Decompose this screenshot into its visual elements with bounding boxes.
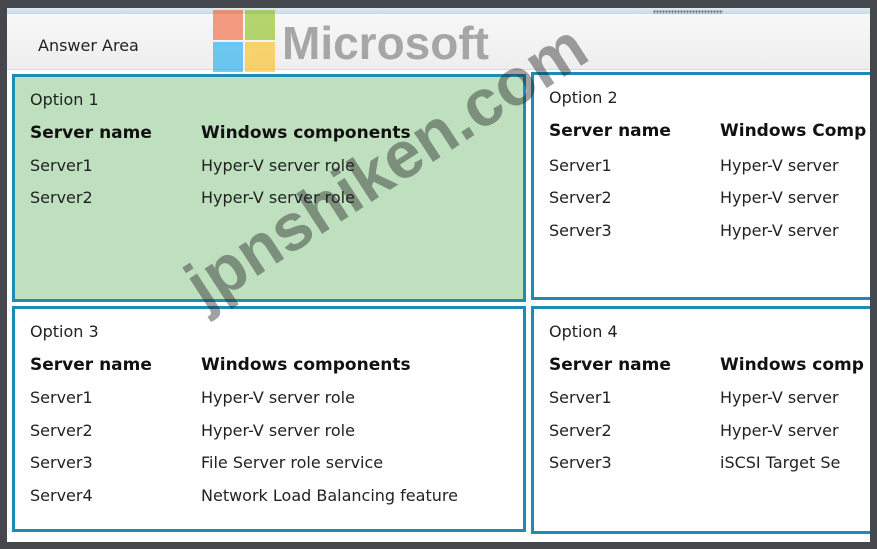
column-header-windows-components: Windows Comp [720, 121, 867, 141]
component-cell: Hyper-V server [720, 156, 839, 175]
component-cell: Hyper-V server role [201, 188, 355, 207]
component-cell: Network Load Balancing feature [201, 486, 458, 505]
server-cell: Server3 [30, 453, 93, 472]
server-cell: Server1 [30, 388, 93, 407]
column-header-server-name: Server name [549, 355, 671, 375]
column-header-windows-components: Windows components [201, 355, 411, 375]
option-3-box[interactable]: Option 3 Server name Windows components … [12, 306, 526, 532]
microsoft-logo-icon [213, 10, 277, 74]
server-cell: Server4 [30, 486, 93, 505]
option-4-box[interactable]: Option 4 Server name Windows comp Server… [531, 306, 870, 534]
answer-area-header: Answer Area Microsoft [7, 10, 870, 72]
logo-square-red [213, 10, 243, 40]
drag-grip-icon[interactable] [653, 10, 723, 15]
option-1-box[interactable]: Option 1 Server name Windows components … [12, 74, 526, 302]
component-cell: File Server role service [201, 453, 384, 472]
column-header-server-name: Server name [549, 121, 671, 141]
component-cell: Hyper-V server role [201, 421, 355, 440]
microsoft-wordmark: Microsoft [282, 17, 489, 69]
server-cell: Server3 [549, 453, 612, 472]
logo-square-yellow [245, 42, 275, 72]
option-title: Option 2 [549, 88, 618, 107]
server-cell: Server2 [549, 188, 612, 207]
server-cell: Server1 [549, 388, 612, 407]
logo-square-green [245, 10, 275, 40]
column-header-windows-components: Windows components [201, 123, 411, 143]
option-title: Option 3 [30, 322, 99, 341]
component-cell: iSCSI Target Se [720, 453, 841, 472]
server-cell: Server3 [549, 221, 612, 240]
component-cell: Hyper-V server [720, 188, 839, 207]
answer-area-label: Answer Area [38, 36, 139, 55]
server-cell: Server2 [30, 421, 93, 440]
option-title: Option 1 [30, 90, 99, 109]
column-header-server-name: Server name [30, 355, 152, 375]
component-cell: Hyper-V server role [201, 156, 355, 175]
logo-square-blue [213, 42, 243, 72]
server-cell: Server1 [30, 156, 93, 175]
option-title: Option 4 [549, 322, 618, 341]
component-cell: Hyper-V server [720, 421, 839, 440]
server-cell: Server1 [549, 156, 612, 175]
title-strip [7, 8, 870, 15]
component-cell: Hyper-V server [720, 221, 839, 240]
component-cell: Hyper-V server role [201, 388, 355, 407]
server-cell: Server2 [30, 188, 93, 207]
column-header-windows-components: Windows comp [720, 355, 864, 375]
answer-window: Answer Area Microsoft Option 1 Server na… [7, 8, 870, 542]
component-cell: Hyper-V server [720, 388, 839, 407]
server-cell: Server2 [549, 421, 612, 440]
column-header-server-name: Server name [30, 123, 152, 143]
option-2-box[interactable]: Option 2 Server name Windows Comp Server… [531, 72, 870, 300]
